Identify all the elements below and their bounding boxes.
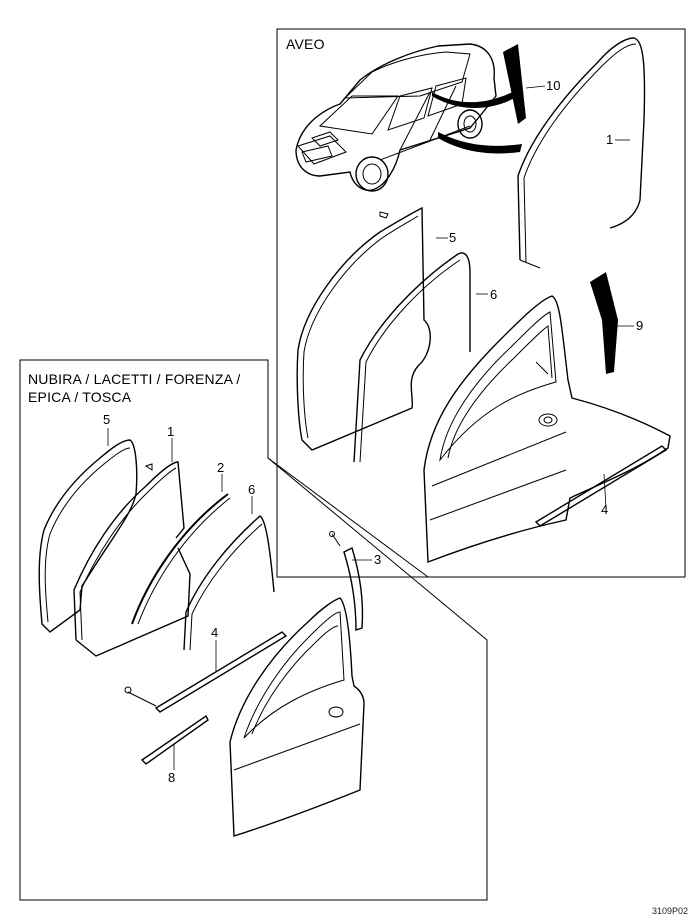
aveo-title: AVEO (286, 36, 325, 52)
nubira-part-4-moulding (124, 631, 288, 713)
aveo-part-1-weatherstrip (517, 37, 646, 269)
nubira-callout-5: 5 (103, 412, 111, 427)
nubira-front-door (229, 597, 365, 837)
aveo-front-door (423, 295, 671, 563)
nubira-part-5-door-seal (38, 439, 138, 633)
nubira-callout-6: 6 (248, 482, 256, 497)
aveo-callout-9: 9 (636, 318, 644, 333)
nubira-part-6-glass-run (183, 515, 275, 651)
nubira-callout-8: 8 (168, 770, 176, 785)
aveo-callout-1: 1 (606, 132, 614, 147)
panel-divider-line (267, 457, 429, 578)
nubira-part-1-weatherstrip (73, 461, 191, 657)
aveo-callout-10: 10 (546, 78, 561, 93)
aveo-part-9-pillar (590, 272, 618, 374)
aveo-car-illustration (295, 43, 497, 192)
nubira-callout-2: 2 (217, 460, 225, 475)
nubira-part-2-strip (131, 493, 231, 625)
nubira-callout-4: 4 (211, 625, 219, 640)
aveo-callout-6: 6 (490, 287, 498, 302)
aveo-part-5-door-seal (296, 206, 431, 451)
nubira-title-line1: NUBIRA / LACETTI / FORENZA / (28, 371, 241, 387)
aveo-part-6-glass-run (353, 252, 471, 463)
nubira-part-3-pillar (329, 531, 364, 631)
nubira-part-8-strip (140, 714, 209, 765)
aveo-panel-frame (276, 28, 686, 578)
aveo-callout-5: 5 (449, 230, 457, 245)
aveo-part-10-seal (503, 44, 526, 124)
aveo-part-4-moulding (534, 445, 668, 527)
nubira-title-line2: EPICA / TOSCA (28, 389, 132, 405)
nubira-panel-frame (19, 359, 488, 901)
figure-code: 3109P02 (652, 906, 689, 916)
aveo-pointer-lower (438, 132, 522, 154)
aveo-callout-4: 4 (601, 502, 609, 517)
nubira-callout-3: 3 (374, 552, 382, 567)
aveo-pointer-upper (432, 88, 520, 108)
nubira-callout-1: 1 (167, 424, 175, 439)
